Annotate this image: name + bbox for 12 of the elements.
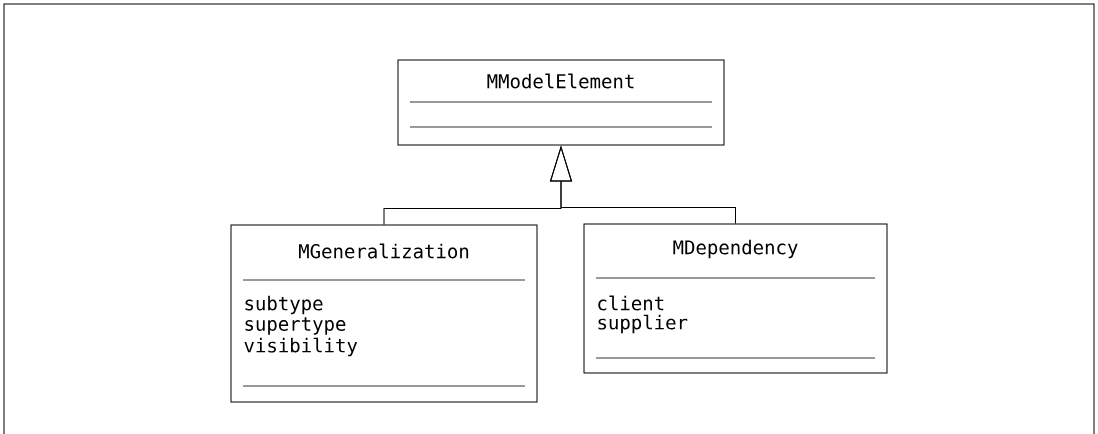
generalization-arrow	[550, 146, 736, 224]
attribute-text: visibility	[244, 337, 358, 357]
class-box	[230, 224, 538, 403]
class-name: MModelElement	[487, 73, 634, 89]
class-name: MGeneralization	[299, 243, 469, 259]
attribute-text: subtype	[245, 295, 323, 315]
attribute-text: supertype	[245, 317, 346, 335]
class-box	[397, 59, 725, 146]
attribute-text: supplier	[598, 314, 688, 334]
class-box	[583, 223, 888, 374]
class-name: MDependency	[673, 239, 798, 259]
attribute-text: client	[598, 295, 664, 311]
